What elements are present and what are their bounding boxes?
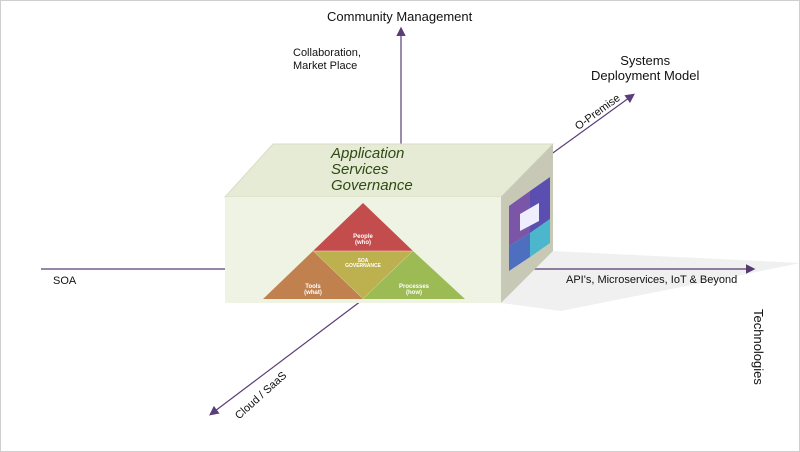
axis-down-left bbox=[209, 300, 362, 416]
axis-label-technologies: Technologies bbox=[751, 309, 766, 385]
side-panel-blue bbox=[509, 233, 530, 271]
triangle-tools bbox=[263, 251, 363, 299]
triangle-label-tools: Tools (what) bbox=[304, 284, 322, 296]
axis-sublabel-apis: API's, Microservices, IoT & Beyond bbox=[566, 274, 738, 286]
axis-label-deployment: Systems Deployment Model bbox=[591, 53, 700, 83]
triangle-processes bbox=[363, 251, 465, 299]
triangle-label-soa: SOA GOVERNANCE bbox=[345, 258, 381, 269]
axis-label-soa: SOA bbox=[53, 275, 77, 287]
axis-sublabel-collaboration: Collaboration, Market Place bbox=[293, 47, 361, 72]
box-title: Application Services Governance bbox=[331, 145, 413, 194]
triangle-people bbox=[313, 203, 413, 251]
triangle-label-people: People (who) bbox=[353, 234, 373, 246]
side-panel-purple bbox=[509, 191, 530, 246]
side-panel-center bbox=[520, 203, 539, 231]
triangle-label-processes: Processes (how) bbox=[398, 284, 430, 296]
axis-label-community: Community Management bbox=[327, 9, 473, 24]
box-shadow bbox=[501, 251, 799, 311]
side-panel-cyan bbox=[530, 219, 550, 257]
